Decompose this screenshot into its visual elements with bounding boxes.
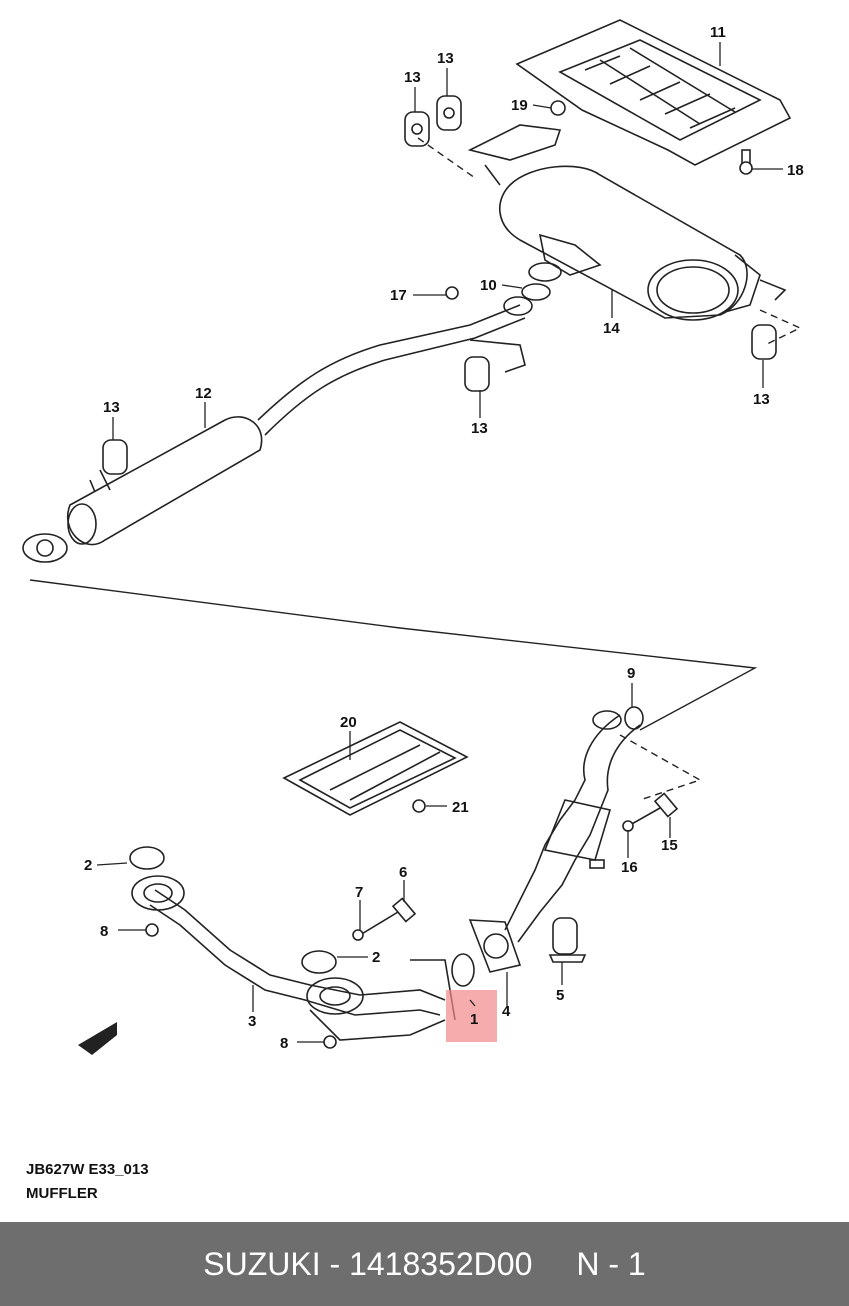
callout-numbers: 11 13 13 19 18 17 10 14 13 13 12 13 9 20…	[84, 24, 804, 1052]
diagram-code: JB627W E33_013	[26, 1161, 149, 1178]
callout-21: 21	[452, 799, 469, 816]
callout-11: 11	[710, 24, 726, 41]
callout-7: 7	[355, 884, 363, 901]
hanger-bracket	[548, 917, 587, 963]
callout-13c: 13	[753, 391, 770, 408]
callout-3: 3	[248, 1013, 256, 1030]
front-pipe-catalyst	[468, 706, 644, 973]
callout-1: 1	[470, 1011, 478, 1028]
callout-12: 12	[195, 385, 212, 402]
rubber-hanger-mid	[102, 324, 777, 475]
highlight-box	[446, 990, 497, 1042]
callout-2a: 2	[84, 857, 92, 874]
front-direction-arrow	[78, 1022, 117, 1055]
footer-separator: -	[329, 1245, 341, 1282]
callout-2b: 2	[372, 949, 380, 966]
callout-4: 4	[502, 1003, 511, 1020]
callout-13a: 13	[404, 69, 421, 86]
footer-part-number: 1418352D00	[349, 1245, 533, 1282]
callout-13b: 13	[437, 50, 454, 67]
callout-8b: 8	[280, 1035, 288, 1052]
exhaust-manifold-pipe	[129, 846, 475, 1049]
center-muffler	[22, 416, 263, 563]
center-pipe	[257, 262, 562, 436]
callout-19: 19	[511, 97, 528, 114]
callout-14: 14	[603, 320, 620, 337]
callout-15: 15	[661, 837, 678, 854]
heat-shield-lower	[282, 721, 469, 816]
callout-17: 17	[390, 287, 407, 304]
heat-shield-upper	[515, 19, 792, 166]
part-footer-bar: SUZUKI - 1418352D00 N - 1	[0, 1222, 849, 1306]
callout-9: 9	[627, 665, 635, 682]
callout-20: 20	[340, 714, 357, 731]
rear-muffler	[467, 124, 787, 321]
diagram-title: MUFFLER	[26, 1185, 98, 1202]
callout-13d: 13	[471, 420, 488, 437]
footer-brand: SUZUKI	[203, 1245, 321, 1282]
leader-lines	[96, 42, 783, 1043]
callout-6: 6	[399, 864, 407, 881]
fasteners-upper	[550, 100, 753, 175]
callout-8a: 8	[100, 923, 108, 940]
rubber-hanger-top-left	[404, 95, 462, 147]
footer-position-label: N - 1	[576, 1245, 646, 1282]
callout-16: 16	[621, 859, 638, 876]
fasteners-lower	[352, 792, 679, 941]
callout-10: 10	[480, 277, 497, 294]
callout-13e: 13	[103, 399, 120, 416]
callout-5: 5	[556, 987, 564, 1004]
callout-18: 18	[787, 162, 804, 179]
connection-lines	[29, 137, 802, 801]
exhaust-diagram: 11 13 13 19 18 17 10 14 13 13 12 13 9 20…	[22, 19, 804, 1055]
